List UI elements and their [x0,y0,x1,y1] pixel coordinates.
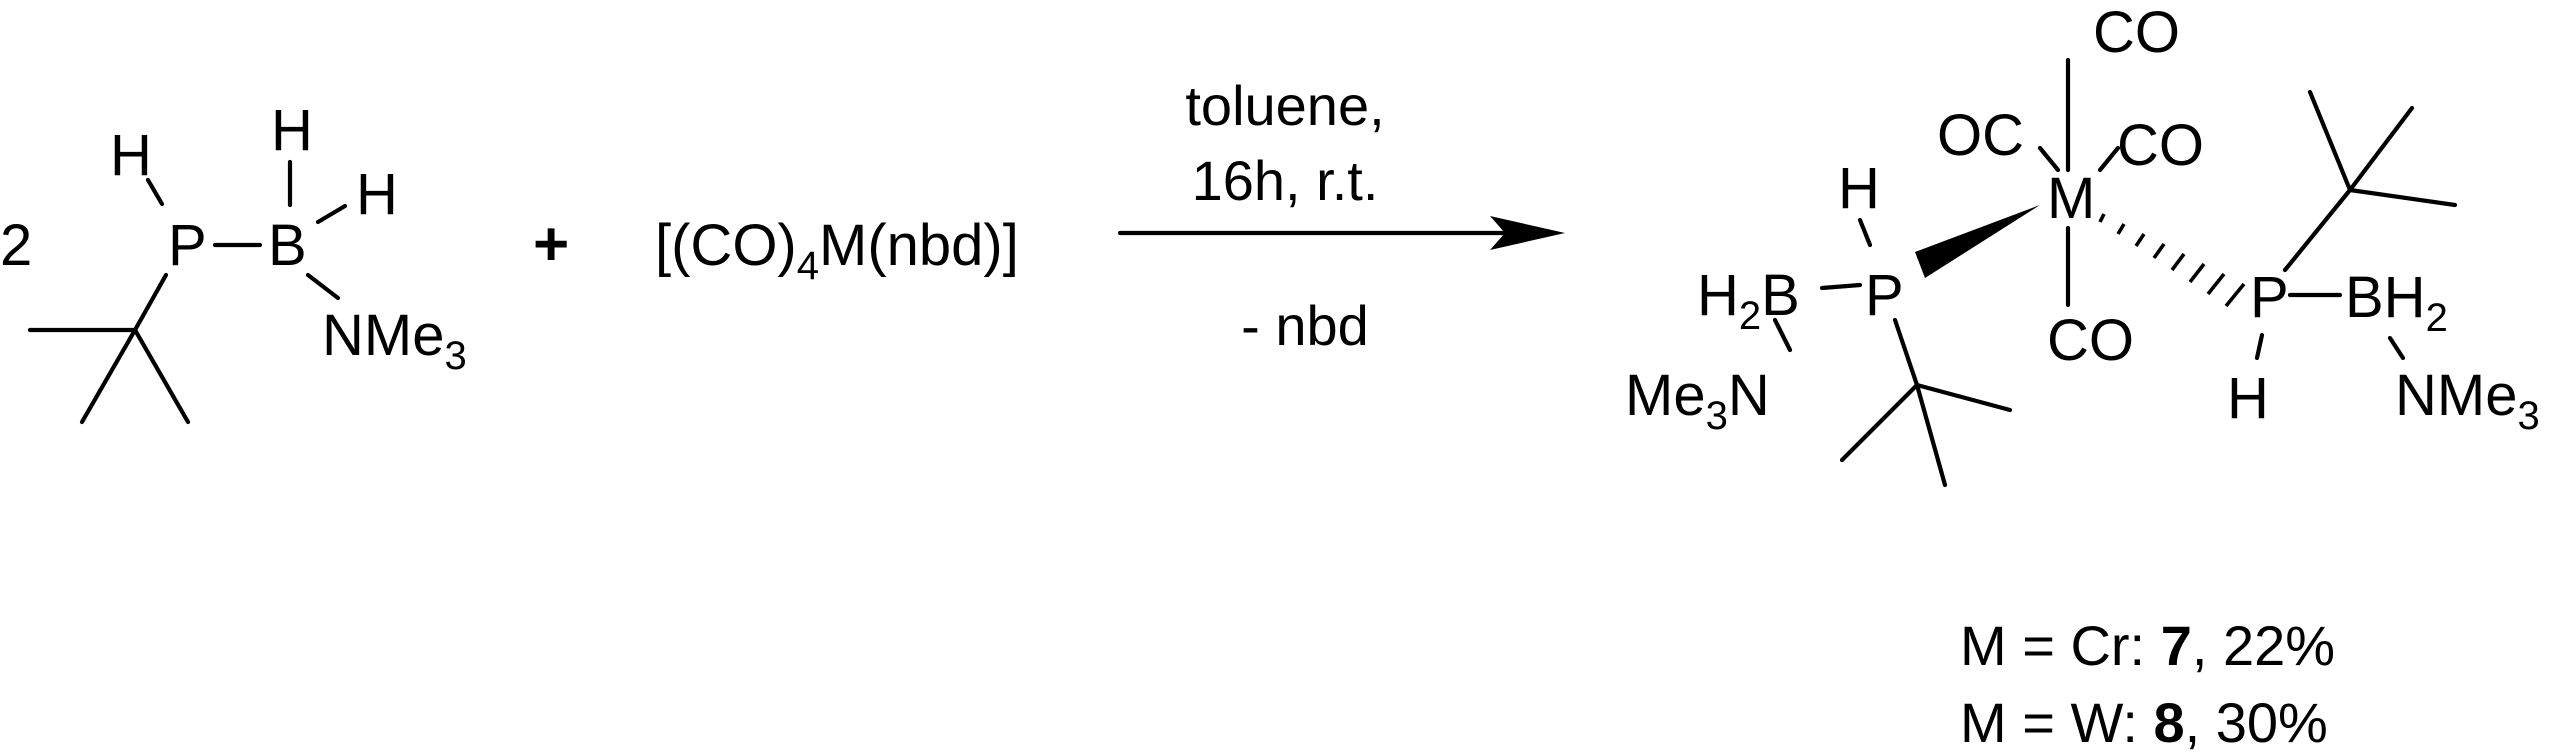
bond-cq-me3-left [1914,382,1948,488]
bond-b-n [305,272,341,301]
atom-b: B [268,213,307,278]
stoichiometric-coefficient: 2 [0,213,32,278]
ligand-co-top: CO [2093,0,2180,65]
bond-cq-me2-left [1839,382,1920,463]
hashed-bond-m-p-right [2098,213,2246,308]
bond-h-p-left [1857,217,1873,248]
bond-p-h-right [2254,332,2265,361]
bond-m-co-right [2097,145,2121,173]
bond-b-h-right [315,203,348,225]
atom-p-right: P [2250,265,2289,330]
condition-byproduct: - nbd [1241,294,1369,357]
plus-sign: + [533,210,569,279]
bond-b-p-left [1819,282,1863,291]
atom-h-on-b-right: H [356,162,398,227]
wedge-bond-m-p-left [1915,205,2040,278]
arrow-head [1490,216,1565,250]
atom-nme3-left: Me3N [1625,363,1770,438]
bond-m-oc-left [2037,145,2061,173]
reactant-phosphinoborane: 2 H P B H H NMe3 [0,98,467,425]
bond-cq-me3 [132,327,191,425]
condition-solvent: toluene, [1185,74,1384,137]
bond-p-cq [132,272,169,333]
atom-h-on-p: H [110,123,152,188]
atom-h-on-p-left: H [1838,156,1880,221]
ligand-co-bottom: CO [2047,308,2134,373]
bond-cq-me1-right [2307,89,2353,193]
condition-time-temp: 16h, r.t. [1192,149,1379,212]
atom-nme3: NMe3 [322,303,467,378]
metal-carbonyl-complex: [(CO)4M(nbd)] [655,213,1019,288]
yield-row-w: M = W: 8, 30% [1960,691,2328,752]
bond-h-p [145,177,165,207]
bond-b-n-right [2387,335,2406,361]
bond-cq-me2 [79,327,138,425]
atom-h-on-b-top: H [271,98,313,163]
atom-bh2-left: H2B [1697,263,1800,338]
metal-center: M [2047,166,2095,231]
bond-p-cq-right [2282,187,2353,273]
product-complex: CO OC CO M CO H H2B P Me3N [1625,0,2540,488]
yield-row-cr: M = Cr: 7, 22% [1960,614,2335,677]
ligand-co-right: CO [2117,113,2204,178]
reaction-arrow [1117,216,1565,250]
bond-b-n-left [1772,317,1793,353]
yield-table: M = Cr: 7, 22% M = W: 8, 30% [1960,614,2335,752]
ligand-oc-left: OC [1937,103,2024,168]
bond-p-cq-left [1892,317,1920,388]
atom-p: P [168,213,207,278]
atom-bh2-right: BH2 [2345,265,2448,340]
atom-p-left: P [1865,263,1904,328]
atom-nme3-right: NMe3 [2395,363,2540,438]
bond-cq-me1-left [1914,382,2013,413]
bond-cq-me3-right [2347,187,2458,208]
bond-cq-me2-right [2347,105,2415,193]
atom-h-on-p-right: H [2227,366,2269,431]
